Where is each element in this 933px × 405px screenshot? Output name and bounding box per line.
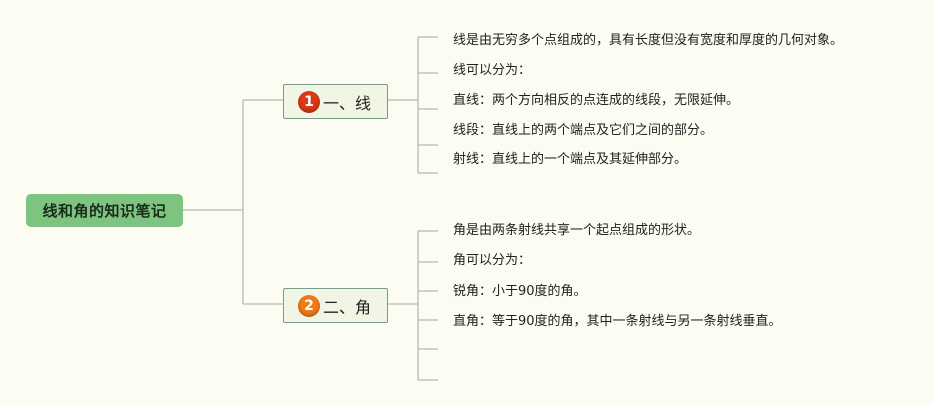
branch-topic-label: 二、角 [323, 297, 372, 317]
root-topic-label: 线和角的知识笔记 [42, 202, 167, 220]
priority-1-icon: 1 [298, 90, 320, 113]
leaf-topic[interactable]: 射线：直线上的一个端点及其延伸部分。 [453, 152, 688, 167]
root-topic[interactable]: 线和角的知识笔记 [26, 194, 183, 227]
branch-topic-label: 一、线 [323, 93, 372, 113]
leaf-topic[interactable]: 线段：直线上的两个端点及它们之间的部分。 [453, 123, 714, 138]
leaf-topic[interactable]: 角是由两条射线共享一个起点组成的形状。 [453, 223, 701, 238]
priority-2-icon: 2 [298, 294, 320, 317]
leaf-topic[interactable]: 线可以分为： [453, 63, 532, 78]
leaf-topic[interactable]: 直线：两个方向相反的点连成的线段，无限延伸。 [453, 93, 740, 108]
leaf-topic[interactable]: 角可以分为： [453, 253, 532, 268]
leaf-topic[interactable]: 线是由无穷多个点组成的，具有长度但没有宽度和厚度的几何对象。 [453, 33, 844, 48]
leaf-topic[interactable]: 锐角：小于90度的角。 [453, 284, 587, 299]
branch-topic-lines[interactable]: 1 一、线 [283, 84, 388, 119]
branch-topic-angles[interactable]: 2 二、角 [283, 288, 388, 323]
leaf-topic[interactable]: 直角：等于90度的角，其中一条射线与另一条射线垂直。 [453, 314, 782, 329]
